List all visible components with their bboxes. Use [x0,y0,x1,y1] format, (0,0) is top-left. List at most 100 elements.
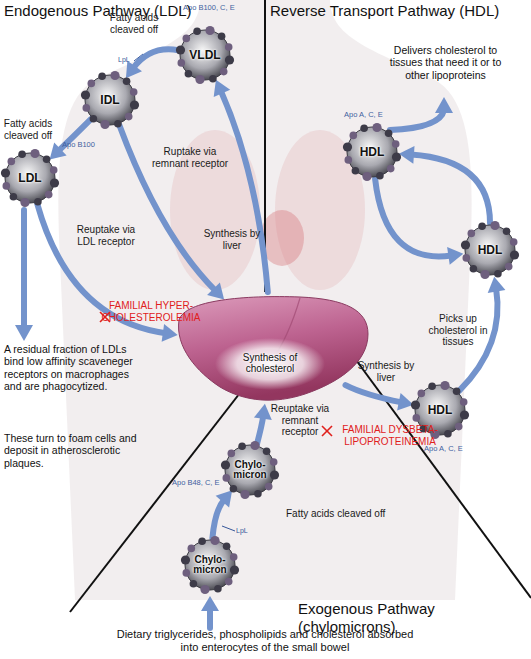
arrowhead [162,324,178,342]
arrowhead [435,97,453,113]
lipoprotein-particle: Chylo- micronApo B48, C, E [222,442,278,498]
apoprotein-dot [230,553,238,561]
pathway-arrow [50,119,91,159]
lipoprotein-particle: HDL [462,222,518,278]
edge-label: Synthesis by liver [350,360,422,383]
apoprotein-dot [190,580,198,588]
edge-label: Fatty acids cleaved off [0,118,60,141]
apoprotein-dot [478,223,486,231]
apoprotein-dot [221,460,230,469]
apoprotein-dot [411,400,420,409]
lipoprotein-particle: VLDLApo B100, C, E [177,27,233,83]
apoprotein-dot [463,254,471,262]
apoprotein-dot [220,68,228,76]
apoprotein-dot [418,390,426,398]
apoprotein-dot [178,59,186,67]
apoprotein-dot [510,238,518,246]
pathway-arrow [254,404,272,444]
apoprotein-dot [352,167,360,175]
pathway-arrow [346,385,414,411]
lipoprotein-particle: Chylo- micron [182,537,238,593]
apoprotein-dot [209,75,217,83]
arrowhead [254,404,272,420]
apoprotein-dot [270,470,279,479]
apoprotein-dot [503,228,511,236]
apoprotein-dot [428,383,436,391]
apoprotein-dot [123,78,131,86]
apoprotein-dot [83,104,91,112]
apoprotein-dot [223,474,231,482]
apoprotein-dot [100,120,109,129]
apoprotein-dot [392,152,401,161]
edge-label: Fatty acids cleaved off [98,12,170,35]
pathway-arrow [214,80,268,292]
arrowhead [207,282,224,299]
pathway-arrow [399,146,490,223]
apoprotein-dot [1,168,10,177]
apoprotein-dot [455,423,463,431]
apoprotein-dot [470,265,478,273]
arrow-shaft [221,91,268,292]
pathway-arrow [212,490,232,538]
apoprotein-dot [376,172,384,180]
apoprotein-dot [8,158,16,166]
residual-arrow [21,210,27,328]
apoprotein-dot [460,398,468,406]
apoprotein-dot [200,585,209,594]
note-text: LpL [118,56,142,64]
arrowhead [397,393,413,411]
apoprotein-dot [195,75,204,84]
apolipoprotein-label: Apo B100 [62,140,95,149]
particle-name: IDL [87,72,133,128]
edge-label: Fatty acids cleaved off [286,508,416,520]
arrow-shaft [375,179,451,257]
edge-label: Picks up cholesterol in tissues [423,313,493,348]
lipoprotein-particle: HDLApo A, C, E [344,124,400,180]
arrowhead [126,61,142,78]
apoprotein-dot [3,182,11,190]
section-divider [345,345,531,598]
apoprotein-dot [45,191,53,199]
apoprotein-dot [205,26,214,35]
arrowhead [488,277,506,293]
apoprotein-dot [225,43,233,51]
particle-name: Chylo- micron [227,442,273,498]
edge-label: Reuptake via LDL receptor [70,224,142,247]
arrowhead [399,146,415,164]
apoprotein-dot [413,414,421,422]
apoprotein-dot [510,250,519,259]
arrowhead [216,490,233,507]
arrowhead [15,325,33,341]
apoprotein-dot [223,543,231,551]
apoprotein-dot [240,490,249,499]
arrow-shaft [133,49,179,68]
arrow-shaft [346,385,402,402]
edge-label: Ruptake via remnant receptor [150,146,230,169]
apoprotein-dot [468,230,476,238]
apoprotein-dot [193,28,201,36]
apoprotein-dot [30,149,39,158]
apoprotein-dot [214,585,222,593]
disorder-label: FAMILIAL DYSBETA- LIPOPROTEINEMIA [334,424,446,447]
section-divider [70,380,250,612]
apoprotein-dot [350,132,358,140]
apoprotein-dot [385,130,393,138]
apoprotein-dot [43,156,51,164]
lipoprotein-particle: LDLApo B100 [2,150,58,206]
apoprotein-dot [490,221,499,230]
node-shape [175,292,370,404]
pathway-arrow [126,49,178,78]
apoprotein-dot [183,569,191,577]
apoprotein-dot [50,178,59,187]
note-text: A residual fraction of LDLs bind low aff… [4,343,144,392]
apoprotein-dot [505,263,513,271]
arrow-shaft [257,416,263,444]
apoprotein-dot [110,71,119,80]
apoprotein-dot [114,120,122,128]
apoprotein-dot [90,115,98,123]
organ-label: Synthesis of cholesterol [230,353,310,374]
particle-name: Chylo- micron [187,537,233,593]
arrowhead [447,247,463,265]
apoprotein-dot [34,198,42,206]
